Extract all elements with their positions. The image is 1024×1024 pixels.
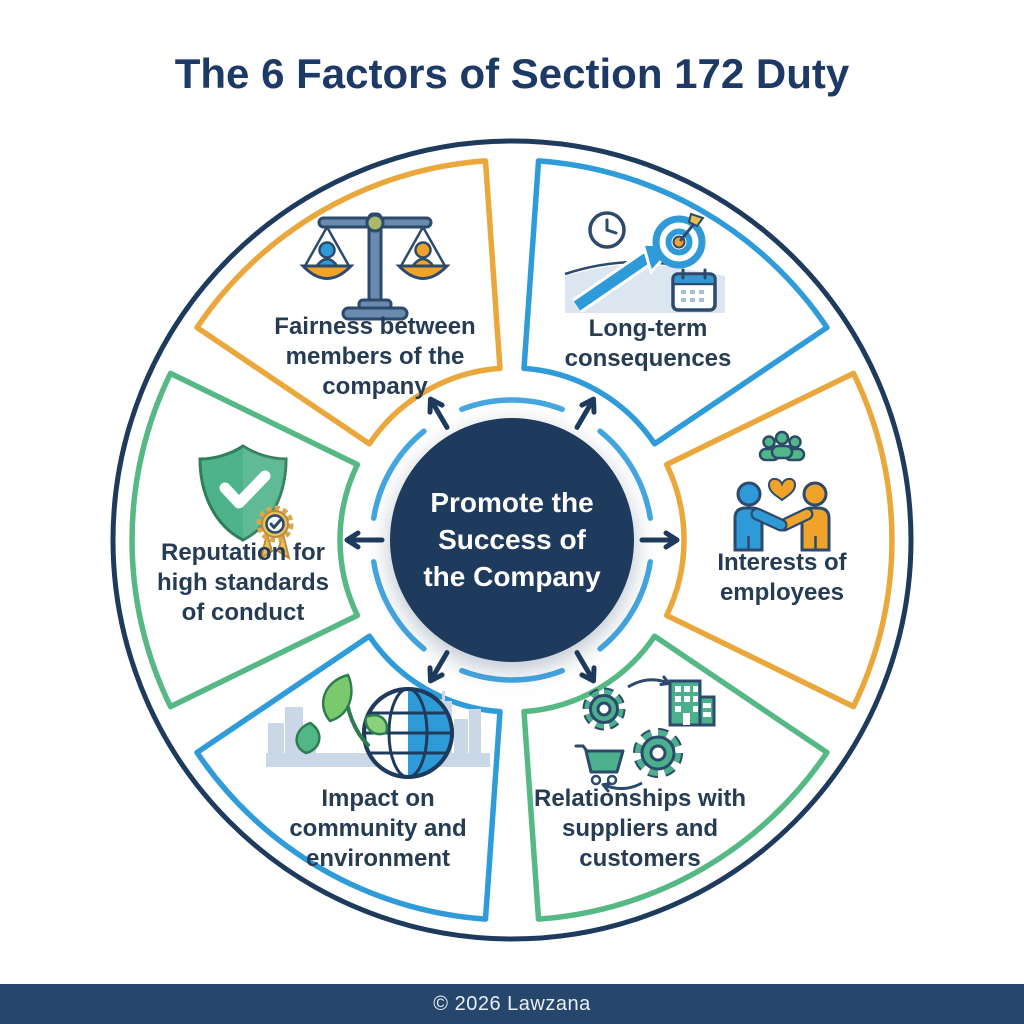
ring-arc bbox=[459, 667, 565, 683]
arrow-up-right-icon bbox=[574, 396, 597, 430]
label-suppliers: Relationships with suppliers and custome… bbox=[533, 785, 747, 872]
gears-cart-building-icon bbox=[574, 675, 716, 793]
center-label: Promote the Success of the Company bbox=[423, 487, 601, 592]
globe-icon bbox=[362, 687, 454, 779]
page-title: The 6 Factors of Section 172 Duty bbox=[174, 50, 850, 97]
label-long-term: Long-term consequences bbox=[564, 315, 732, 372]
center-arrows bbox=[344, 396, 680, 684]
label-employees: Interests of employees bbox=[717, 549, 847, 606]
label-community: Impact on community and environment bbox=[289, 785, 467, 872]
center-disc bbox=[390, 418, 634, 662]
outer-circle bbox=[110, 138, 914, 942]
segment-employees-wedge bbox=[663, 370, 895, 710]
ring-arc bbox=[370, 428, 427, 521]
ring-arc bbox=[597, 559, 654, 652]
ring-arc bbox=[597, 428, 654, 521]
handshake-icon bbox=[733, 430, 831, 552]
arrow-up-left-icon bbox=[427, 396, 450, 430]
leaves-icon bbox=[295, 673, 389, 755]
arrow-down-right-icon bbox=[574, 650, 597, 684]
ribbon-badge-icon bbox=[256, 505, 294, 561]
arrow-down-left-icon bbox=[427, 650, 450, 684]
footer-bar: © 2026 Lawzana bbox=[0, 984, 1024, 1024]
building-icon bbox=[668, 679, 716, 727]
ring-arc bbox=[459, 397, 565, 413]
ring-arc bbox=[370, 559, 427, 652]
shield-check-icon bbox=[198, 444, 294, 561]
gear-icon bbox=[633, 728, 683, 778]
leaf-globe-icon bbox=[266, 673, 490, 779]
shopping-cart-icon bbox=[574, 744, 625, 786]
center-ring bbox=[370, 397, 654, 683]
label-fairness: Fairness between members of the company bbox=[274, 313, 476, 400]
gear-icon bbox=[582, 687, 626, 731]
label-reputation: Reputation for high standards of conduct bbox=[156, 539, 330, 626]
balance-scales-icon bbox=[299, 212, 451, 321]
segment-suppliers-wedge bbox=[521, 633, 830, 922]
copyright-text: © 2026 Lawzana bbox=[433, 992, 591, 1015]
clock-target-calendar-icon bbox=[564, 211, 725, 314]
